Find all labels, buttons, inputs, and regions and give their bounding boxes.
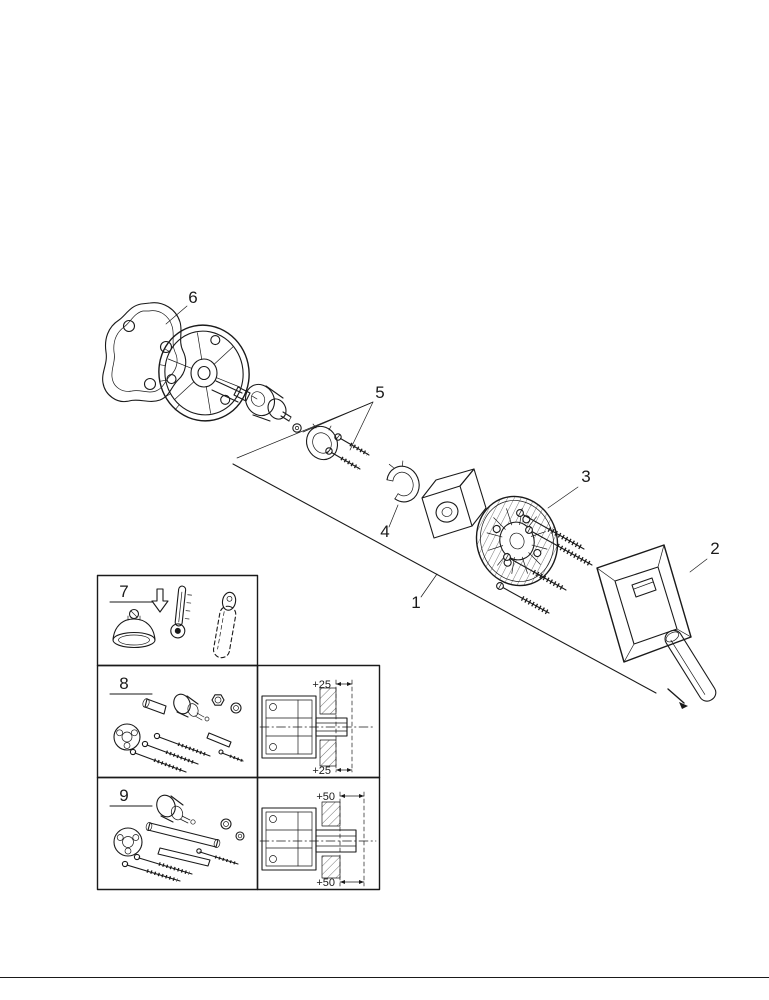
- extension-box: [421, 468, 487, 539]
- assembly-axis-line: [232, 463, 657, 694]
- handle-screw-arrowhead: [679, 702, 688, 709]
- callout-1-leader: [420, 573, 438, 598]
- inset-9-screws: [121, 848, 239, 882]
- callout-4-label: 4: [380, 522, 389, 541]
- callout-2-label: 2: [710, 539, 719, 558]
- callout-8-label: 8: [119, 674, 128, 693]
- down-arrow-icon: [151, 588, 169, 613]
- callout-7-label: 7: [119, 582, 128, 601]
- inset-panels: 7: [96, 574, 381, 891]
- wall-hatch-bottom: [321, 855, 341, 879]
- wall-hatch-top: [319, 687, 337, 715]
- callout-1-label: 1: [411, 593, 420, 612]
- callout-2-leader: [689, 558, 708, 573]
- wall-hatch-top: [321, 801, 341, 827]
- inset-9-section: +50 +50: [259, 791, 377, 889]
- wall-hatch-bottom: [319, 739, 337, 767]
- thermometer-icon: [170, 585, 192, 639]
- dim-8-top: +25: [312, 679, 331, 691]
- inset-9-parts: 9: [109, 786, 245, 882]
- mounting-screw-1: [516, 509, 585, 551]
- dim-9-bottom: +50: [316, 877, 335, 889]
- callout-5-label: 5: [375, 383, 384, 402]
- callout-3-leader: [547, 486, 579, 509]
- gasket-seal: [102, 302, 187, 403]
- exploded-assembly: 6: [102, 288, 720, 709]
- inset-7-content: 7: [109, 582, 237, 659]
- handle-outline-dashed: [212, 591, 237, 659]
- mounting-rosette: [475, 495, 559, 587]
- callout-6-leader: [165, 305, 188, 325]
- mounting-screw-2: [525, 526, 593, 567]
- dim-9-top: +50: [316, 791, 335, 803]
- callout-5-leader-b: [349, 401, 374, 451]
- lever-handle: [664, 629, 717, 709]
- callout-9-label: 9: [119, 786, 128, 805]
- handle-screw-arrow: [667, 688, 685, 704]
- callout-3-label: 3: [581, 467, 590, 486]
- dim-8-bottom: +25: [312, 765, 331, 777]
- inset-9-section-border: [256, 776, 381, 891]
- escutcheon-plate: [596, 544, 692, 663]
- cartridge-screw-1: [334, 433, 370, 456]
- cartridge-screw-2: [325, 447, 361, 470]
- inset-8-screws: [129, 732, 244, 773]
- inset-8-parts: 8: [109, 674, 244, 773]
- callout-5-leader-c: [236, 402, 372, 459]
- valve-housing: [158, 324, 258, 422]
- callout-6-label: 6: [188, 288, 197, 307]
- mounting-screws: [496, 509, 593, 615]
- cap-part: [112, 608, 156, 649]
- inset-8-section: +25 +25: [259, 679, 375, 777]
- clamp-ring: [386, 460, 420, 503]
- mounting-screw-4: [496, 582, 550, 615]
- cartridge-parts: [244, 383, 370, 470]
- mounting-screw-3: [503, 553, 567, 592]
- callout-4-leader: [388, 504, 399, 528]
